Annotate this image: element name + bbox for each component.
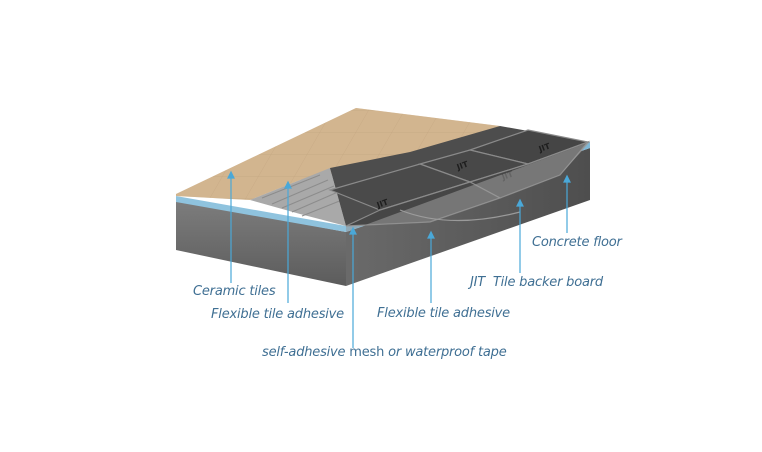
label-ceramic-tiles: Ceramic tiles [193,284,276,299]
board-print-1: JIT [537,141,552,154]
label-backer-board: JIT Tile backer board [470,275,603,290]
label-backer-rest: Tile backer board [492,275,603,290]
label-adhesive-left: Flexible tile adhesive [211,307,344,322]
leader-lines [227,170,571,348]
ceramic-tiles-area [176,108,500,200]
adhesive-left [250,168,346,226]
label-mesh-tape: self-adhesive mesh or waterproof tape [262,345,507,360]
board-print-4: JIT [375,197,390,210]
adhesive-right [346,142,590,232]
label-backer-brand: JIT [470,275,486,290]
label-mesh-b: mesh [349,345,385,360]
label-adhesive-right: Flexible tile adhesive [377,306,510,321]
board-print-2: JIT [455,159,470,172]
label-mesh-c: or waterproof tape [388,345,507,360]
label-mesh-a: self-adhesive [262,345,346,360]
label-concrete-floor: Concrete floor [532,235,622,250]
